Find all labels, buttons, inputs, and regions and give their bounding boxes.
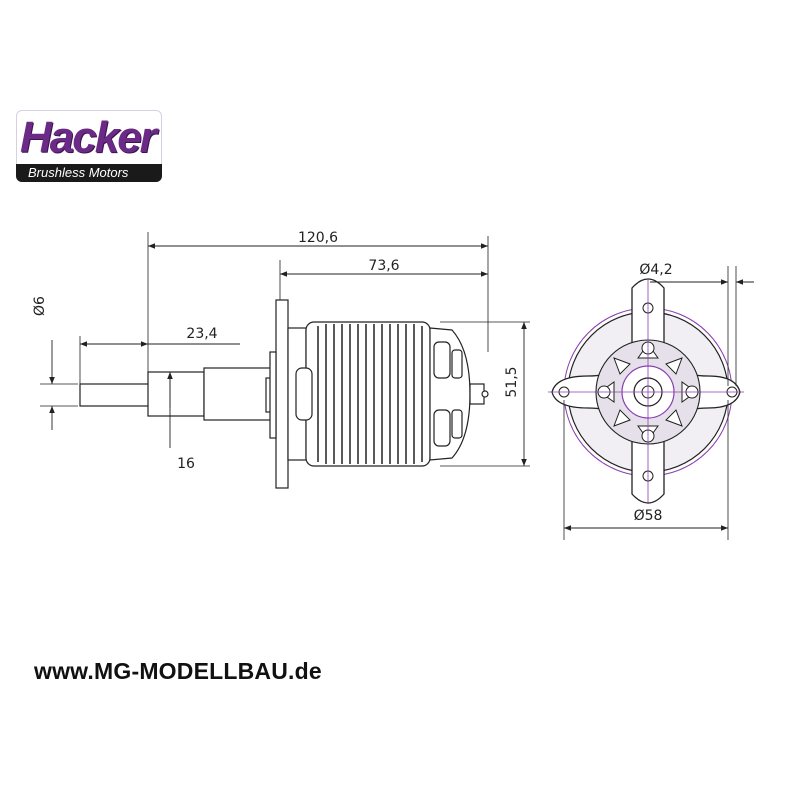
dim-shaft-length: 23,4 [80,326,240,347]
dim-shaft-diameter: Ø6 [32,296,55,430]
label-total-length: 120,6 [298,230,338,246]
logo-wordmark: Hacker [20,113,157,162]
front-bearing-housing [203,367,275,421]
label-collar-length: 16 [177,456,195,472]
dim-hole-diameter: Ø4,2 [639,262,754,285]
shaft-collar [147,371,205,417]
front-view [548,278,744,504]
side-view [79,299,489,489]
website-url: www.MG-MODELLBAU.de [34,658,322,684]
dim-mount-diameter: Ø58 [564,508,728,531]
hacker-logo: Hacker Brushless Motors [16,110,162,182]
motor-body [305,321,431,467]
label-hole-diameter: Ø4,2 [639,262,672,278]
dim-body-height: 51,5 [504,322,527,466]
label-body-height: 51,5 [504,366,520,397]
front-extension-lines [563,266,737,540]
shaft [79,383,151,407]
cooling-fins [317,324,423,464]
label-body-length: 73,6 [368,258,399,274]
dim-total-length: 120,6 [148,230,488,249]
centre-lines [548,280,744,504]
logo-bar [16,164,162,182]
label-mount-diameter: Ø58 [634,508,663,524]
dim-body-length: 73,6 [280,258,488,277]
logo-tagline: Brushless Motors [28,165,129,180]
extension-lines [40,232,530,467]
dim-collar-length: 16 [167,372,195,472]
label-shaft-length: 23,4 [186,326,217,342]
label-shaft-diameter: Ø6 [32,296,48,316]
mount-flange [275,299,289,489]
